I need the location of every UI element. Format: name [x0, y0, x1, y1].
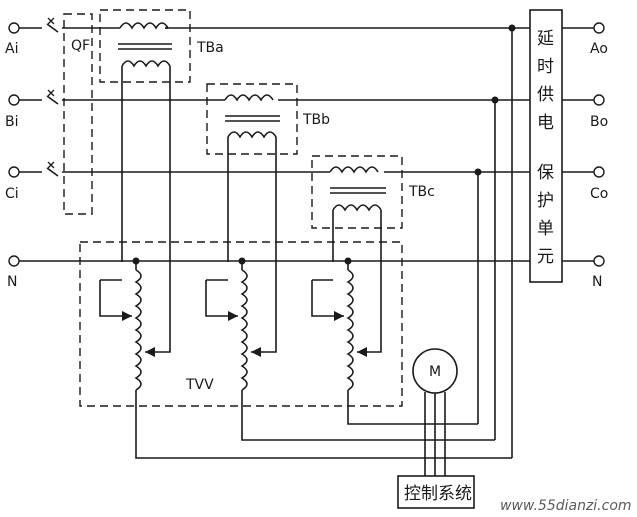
- label-control-system: 控制系统: [404, 484, 472, 504]
- breaker-qf-box: [63, 13, 93, 215]
- label-tbc: TBc: [408, 184, 435, 200]
- protection-char-5: 保: [537, 163, 554, 183]
- neutral-line: [8, 255, 605, 267]
- label-bo: Bo: [590, 114, 608, 130]
- terminal-co: [593, 166, 605, 178]
- terminal-n-out: [593, 255, 605, 267]
- label-motor: M: [429, 364, 441, 380]
- label-n-in: N: [7, 274, 17, 290]
- phase-c-line: [8, 166, 605, 178]
- terminal-ai: [8, 22, 20, 34]
- protection-char-7: 单: [537, 219, 554, 239]
- label-ao: Ao: [590, 41, 608, 57]
- label-ci: Ci: [5, 186, 19, 202]
- terminal-n-in: [8, 255, 20, 267]
- label-co: Co: [590, 186, 608, 202]
- transformer-tba: [99, 9, 191, 300]
- regulator-phase-b: [205, 257, 495, 441]
- terminal-ci: [8, 166, 20, 178]
- transformer-tbb: [206, 83, 298, 300]
- regulator-tvv-box: [79, 241, 403, 407]
- phase-a-line: [8, 22, 605, 34]
- breaker-contact-b: [47, 89, 55, 97]
- transformer-tbc: [311, 155, 403, 300]
- regulator-phase-a: [99, 257, 512, 459]
- protection-unit-box: [529, 9, 563, 283]
- breaker-contact-a: [47, 17, 55, 25]
- protection-char-8: 元: [537, 247, 554, 267]
- label-ai: Ai: [5, 41, 18, 57]
- protection-char-6: 护: [537, 191, 554, 211]
- breaker-contact-c: [47, 161, 55, 169]
- control-system-box: [397, 475, 475, 509]
- phase-b-line: [8, 94, 605, 106]
- protection-char-2: 时: [537, 57, 554, 77]
- label-bi: Bi: [5, 114, 19, 130]
- regulator-phase-c: [311, 257, 478, 425]
- terminal-ao: [593, 22, 605, 34]
- junction-a: [508, 24, 516, 32]
- label-tbb: TBb: [302, 112, 330, 128]
- label-n-out: N: [592, 274, 602, 290]
- junction-c: [474, 168, 482, 176]
- terminal-bi: [8, 94, 20, 106]
- watermark: www.55dianzi.com: [500, 498, 632, 514]
- protection-char-1: 延: [537, 29, 554, 49]
- protection-char-4: 电: [537, 113, 554, 133]
- label-breaker: QF: [71, 38, 90, 54]
- motor: [412, 348, 458, 476]
- label-tba: TBa: [196, 40, 224, 56]
- protection-char-3: 供: [537, 85, 554, 105]
- label-regulator: TVV: [185, 377, 214, 393]
- terminal-bo: [593, 94, 605, 106]
- junction-b: [491, 96, 499, 104]
